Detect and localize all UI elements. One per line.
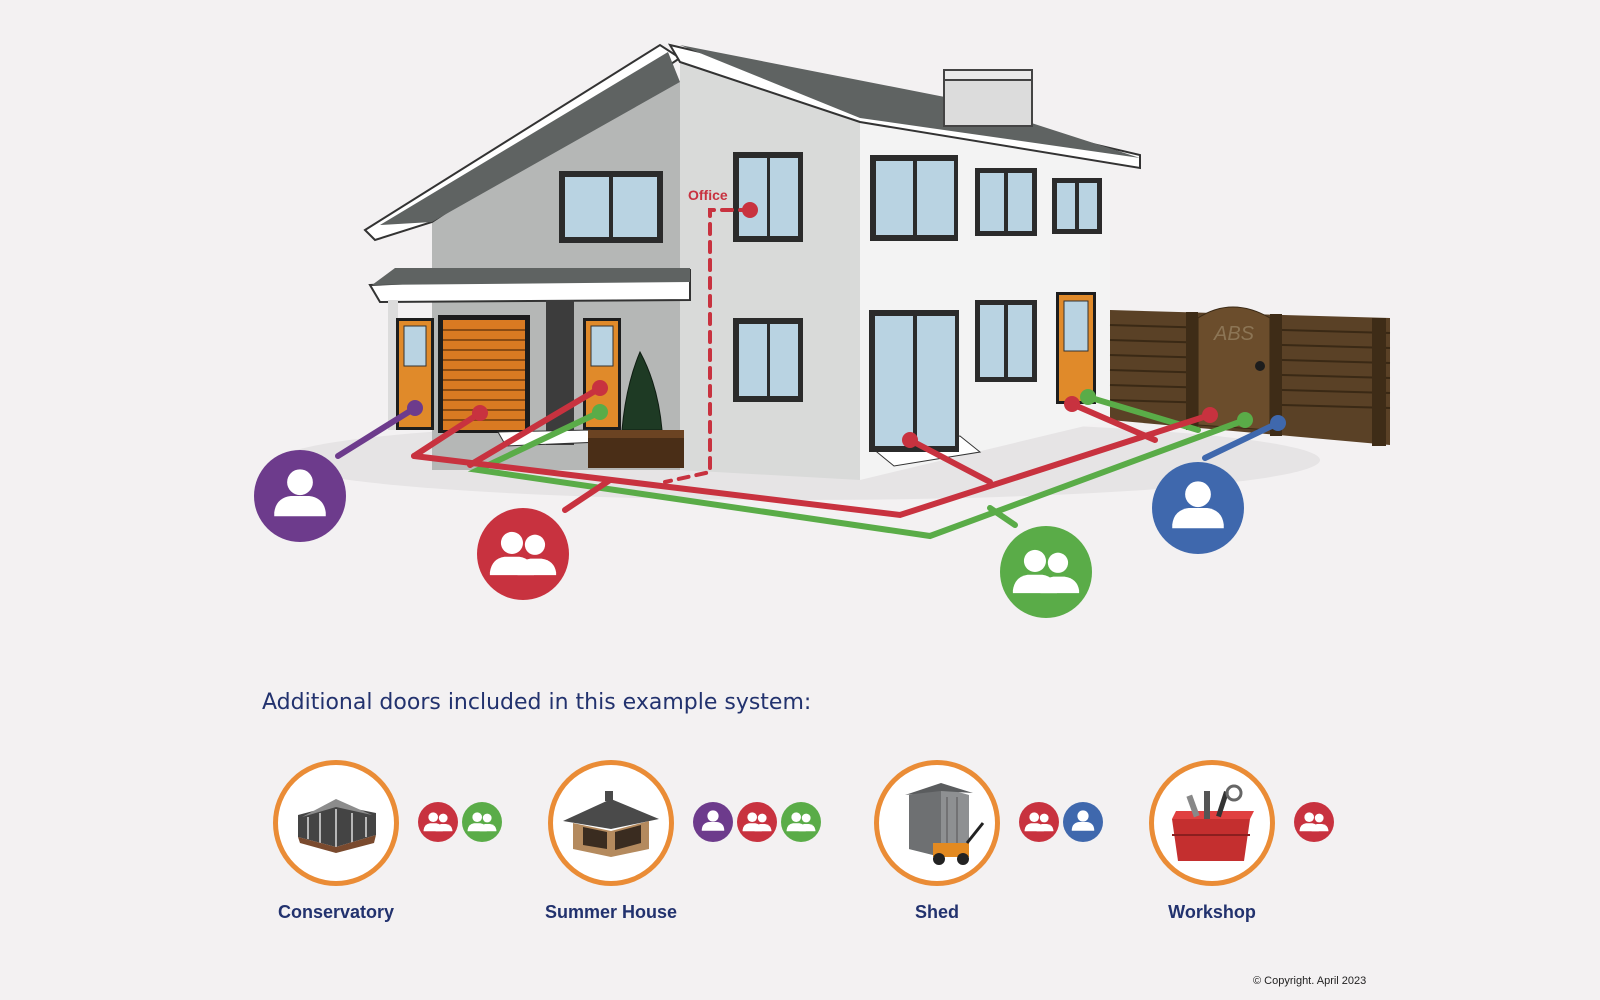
copyright-text: © Copyright. April 2023 [1253,975,1367,987]
user-green-group [1000,526,1092,618]
side-door [1056,292,1096,404]
office-label: Office [688,187,728,203]
access-green-group [462,802,502,842]
shed-icon [874,760,1000,886]
fence-gate: ABS [1109,306,1391,446]
summer-house-icon [548,760,674,886]
access-blue-single [1063,802,1103,842]
user-red-group [477,508,569,600]
toolbox-icon [1149,760,1275,886]
upper-windows [733,152,1102,242]
door-access-points [407,202,1286,448]
red-office-dashed-line [663,208,752,484]
conservatory-icon [273,760,399,886]
user-blue-single [1152,462,1244,554]
front-door [583,318,621,430]
access-red-group [1019,802,1059,842]
lower-windows [733,300,1037,452]
red-line-user [562,477,613,513]
red-line-sidedoor [1069,401,1158,443]
green-access-line [467,409,1248,540]
access-purple-single [693,802,733,842]
red-line-patio [907,437,993,485]
user-purple-single [254,450,346,542]
access-red-group [418,802,458,842]
gate-logo: ABS [1213,323,1255,345]
access-lines [335,208,1281,540]
access-red-group [737,802,777,842]
porch [368,268,691,445]
summer-house-label: Summer House [544,902,678,922]
red-line-garage [411,410,483,459]
access-red-group [1294,802,1334,842]
planter-tree [588,350,684,468]
workshop-label: Workshop [1168,902,1256,922]
conservatory-label: Conservatory [277,902,395,922]
additional-doors-heading: Additional doors included in this exampl… [262,690,812,715]
red-access-line [411,412,1213,519]
purple-access-line [335,405,418,459]
access-green-group [781,802,821,842]
shed-label: Shed [914,902,959,922]
red-line-frontdoor [467,385,603,468]
blue-access-line [1202,420,1281,461]
green-line-user [987,505,1018,528]
